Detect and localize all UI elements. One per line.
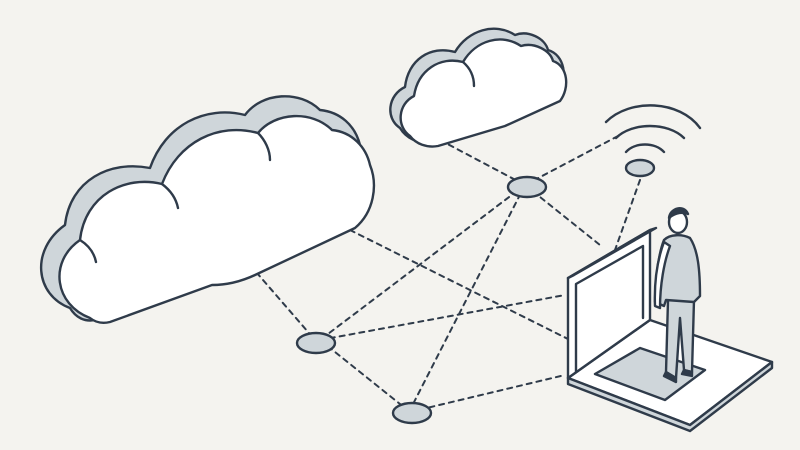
- network-node-icon: [295, 331, 337, 355]
- wifi-icon: [604, 104, 702, 178]
- network-connections: [249, 134, 641, 413]
- network-node-icon: [506, 175, 548, 199]
- person-icon: [653, 207, 702, 384]
- large-cloud-icon: [40, 95, 376, 324]
- network-node-icon: [391, 401, 433, 425]
- small-cloud-icon: [389, 27, 568, 148]
- network-nodes: [295, 175, 548, 425]
